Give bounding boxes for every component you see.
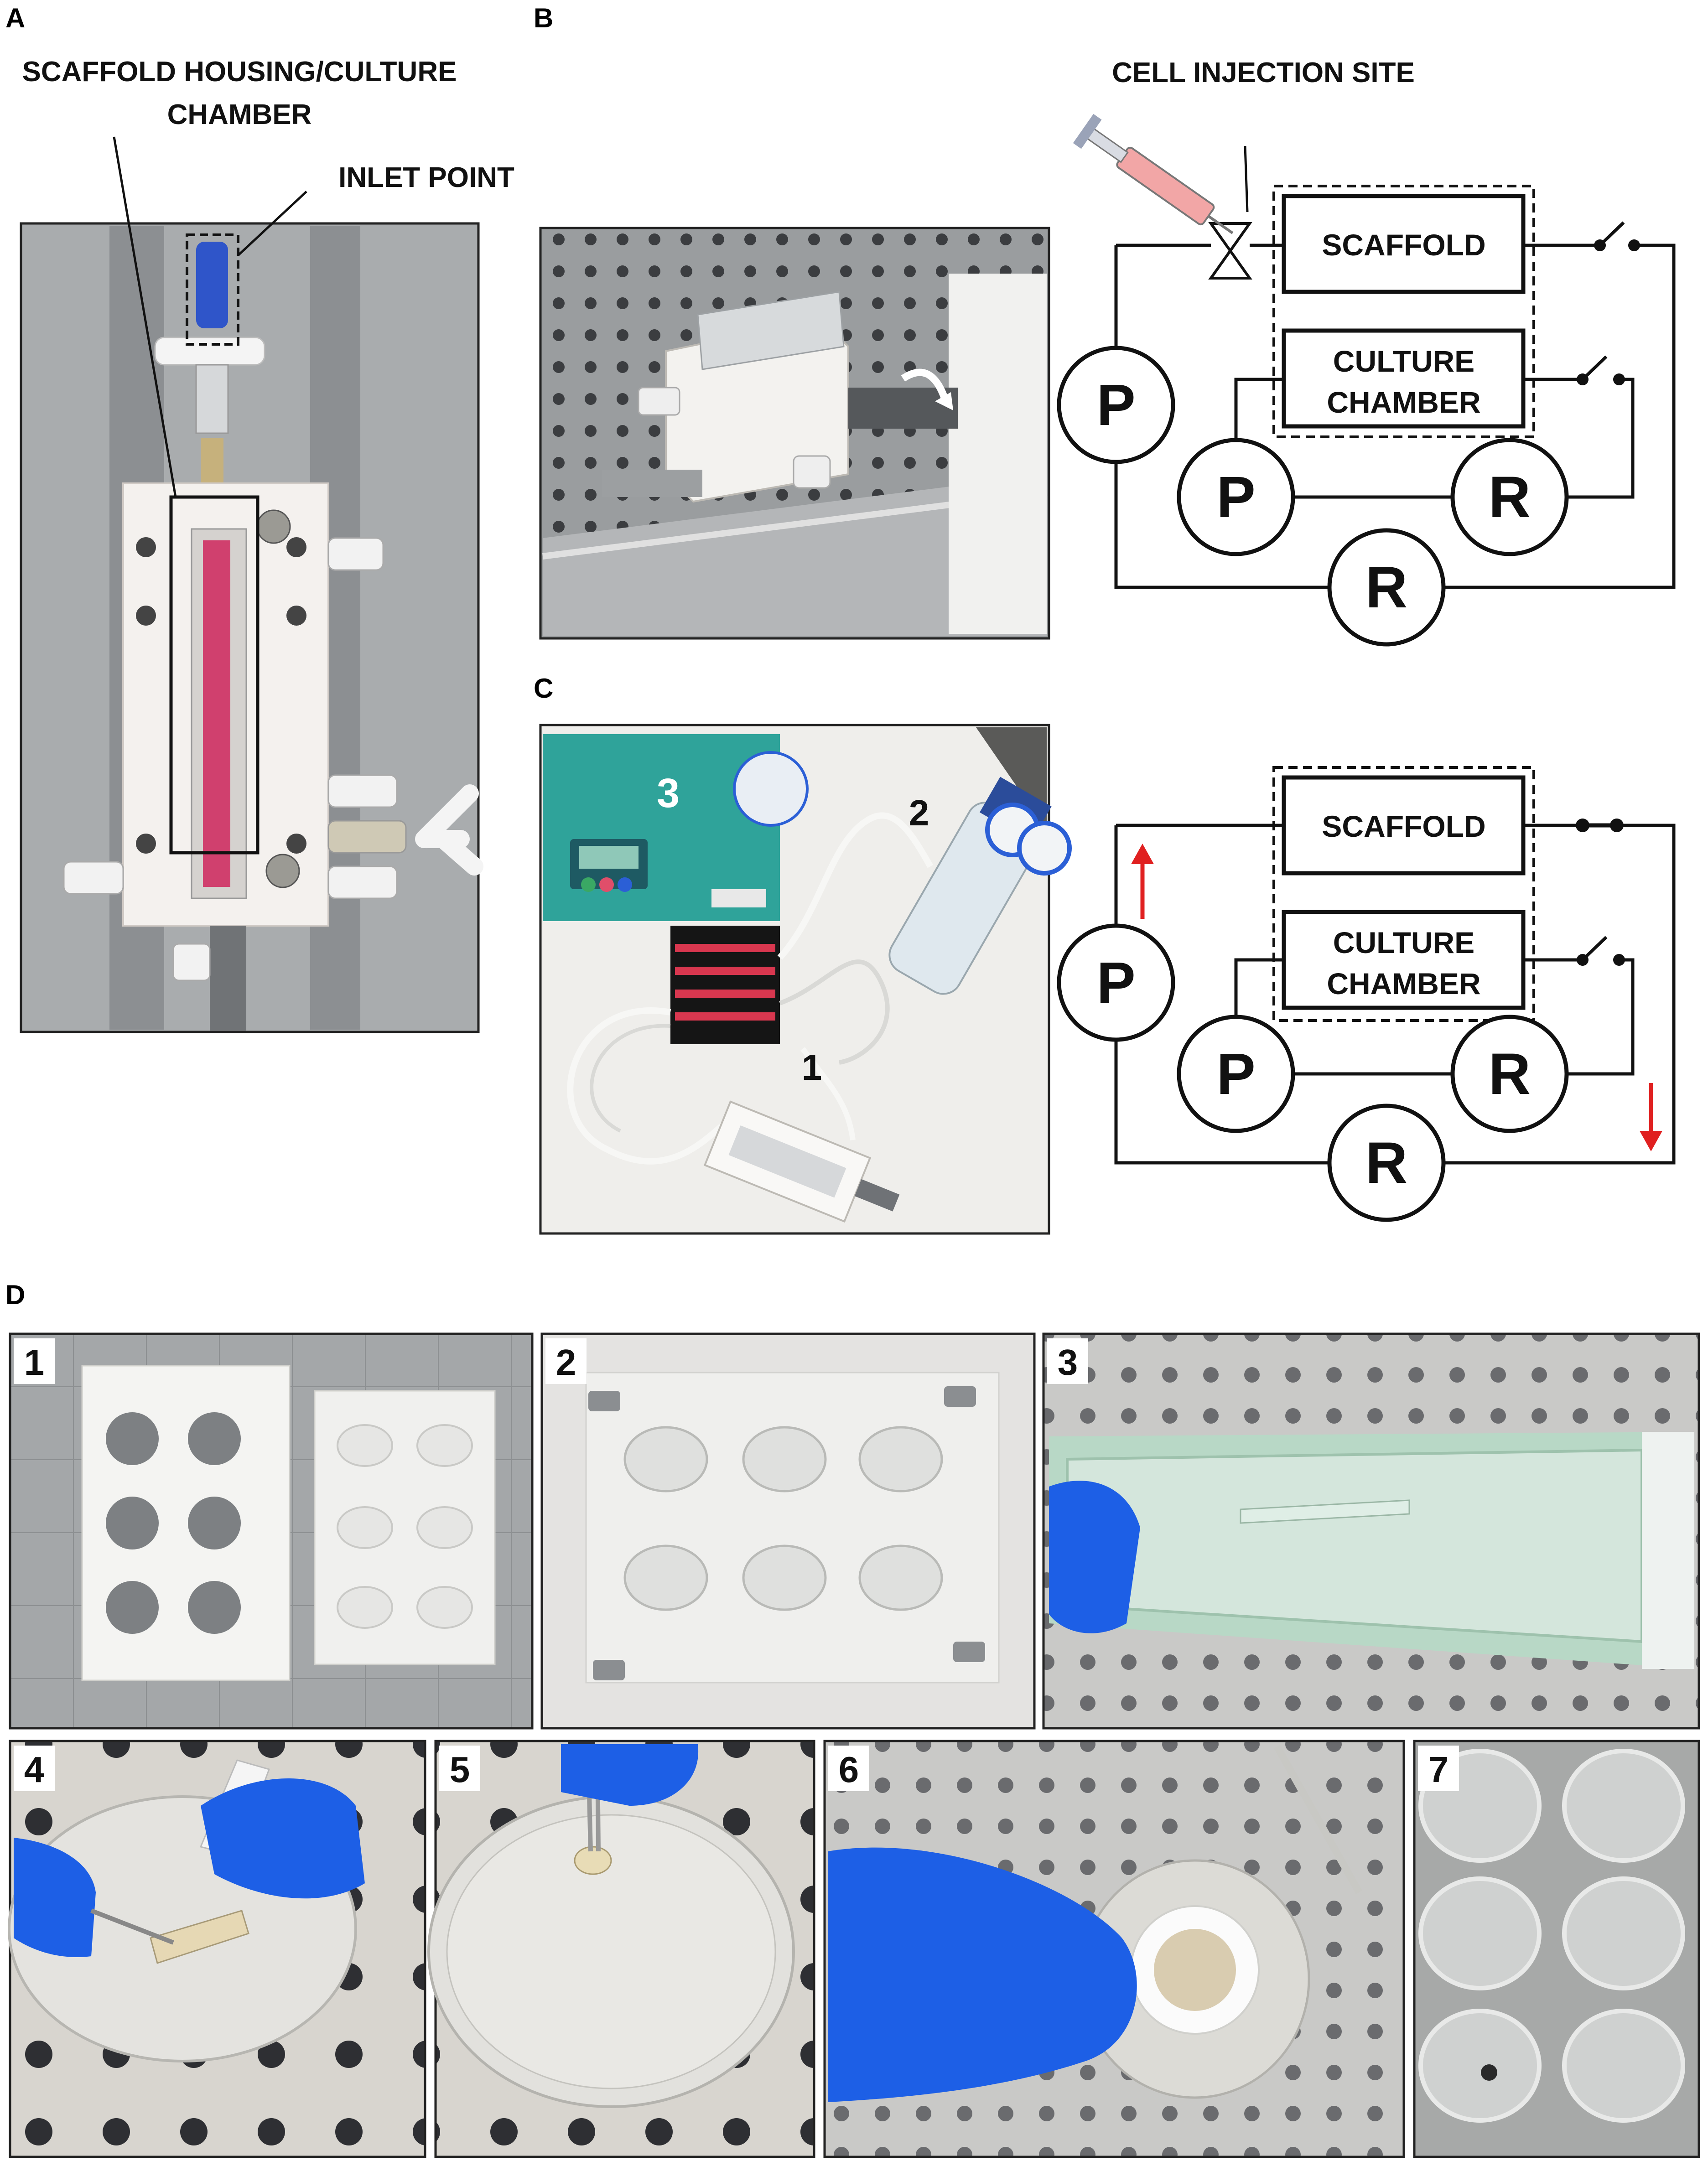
photo-d-label-6: 6 xyxy=(839,1749,859,1790)
photo-panel-b xyxy=(539,227,1050,640)
photo-panel-c xyxy=(539,724,1072,1235)
reservoir-main-c: R xyxy=(1365,1130,1407,1196)
cell-injection-label: CELL INJECTION SITE xyxy=(1112,57,1415,88)
culture-label-b-2: CHAMBER xyxy=(1327,385,1480,419)
reservoir-inner-c: R xyxy=(1489,1042,1531,1107)
photo-d-label-3: 3 xyxy=(1058,1342,1078,1383)
photo-d4 xyxy=(8,1740,426,2158)
inlet-highlight-box xyxy=(186,233,239,346)
callout-scaffold-line-1: SCAFFOLD HOUSING/CULTURE xyxy=(22,56,457,88)
photo-d-label-4: 4 xyxy=(24,1749,45,1790)
reservoir-main-b: R xyxy=(1365,555,1407,620)
callout-scaffold-line-2: CHAMBER xyxy=(167,99,312,130)
culture-label-b-1: CULTURE xyxy=(1333,344,1474,378)
panel-label-d: D xyxy=(5,1280,25,1310)
flow-arrow-up xyxy=(1131,844,1154,919)
photo-d2 xyxy=(540,1332,1036,1730)
panel-label-b: B xyxy=(534,3,553,33)
scaffold-label-b: SCAFFOLD xyxy=(1322,228,1485,262)
culture-label-c-2: CHAMBER xyxy=(1327,967,1480,1000)
circuit-c xyxy=(1057,766,1676,1222)
photo-d5 xyxy=(427,1740,815,2158)
photo-d-label-5: 5 xyxy=(450,1749,470,1790)
pump-inner-c: P xyxy=(1216,1042,1255,1107)
callout-inlet-point: INLET POINT xyxy=(338,162,514,193)
pump-main-c: P xyxy=(1096,950,1135,1016)
photo-d-label-1: 1 xyxy=(24,1342,45,1383)
pump-main-b: P xyxy=(1096,373,1135,438)
flow-arrow-down xyxy=(1640,1083,1662,1151)
leader-line-inlet xyxy=(237,191,307,256)
photo-d-label-2: 2 xyxy=(556,1342,576,1383)
scaffold-label-c: SCAFFOLD xyxy=(1322,809,1485,843)
photo-d6 xyxy=(823,1740,1405,2158)
scaffold-highlight-box xyxy=(169,495,260,855)
panel-label-c: C xyxy=(534,673,553,704)
photo-panel-a xyxy=(20,222,483,1033)
photo-d1 xyxy=(9,1332,534,1730)
photo-d-label-7: 7 xyxy=(1428,1749,1449,1790)
circuit-b xyxy=(1057,114,1676,647)
culture-label-c-1: CULTURE xyxy=(1333,926,1474,959)
photo-d7 xyxy=(1413,1740,1700,2158)
photo-d3 xyxy=(1042,1332,1700,1730)
photo-c-label-1: 1 xyxy=(802,1047,822,1088)
pump-inner-b: P xyxy=(1216,465,1255,530)
panel-label-a: A xyxy=(5,3,25,33)
photo-c-label-3: 3 xyxy=(657,771,680,816)
leader-line-scaffold xyxy=(113,136,177,497)
photo-c-label-2: 2 xyxy=(909,793,929,833)
reservoir-inner-b: R xyxy=(1489,465,1531,530)
